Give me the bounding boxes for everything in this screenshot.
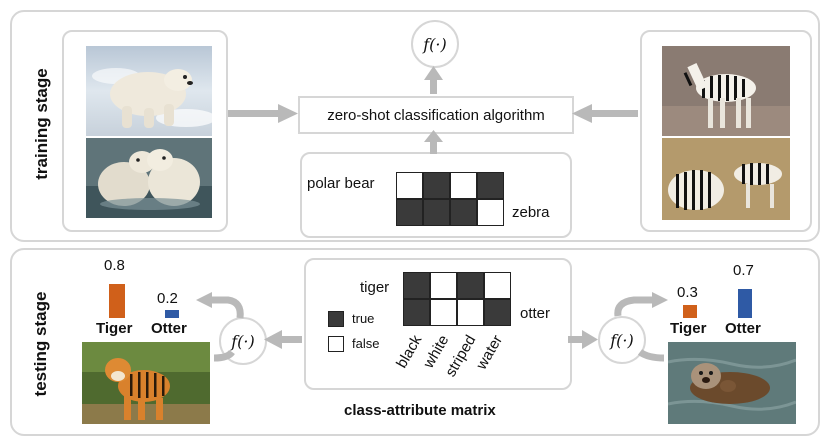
training-matrix-cell-r2-c2: [423, 199, 450, 226]
polar-bear-image-1: [86, 46, 212, 136]
testing-matrix-cell-r2-c3: [457, 299, 484, 326]
tiger-pred-bar-tiger: [109, 284, 125, 318]
testing-matrix-cell-r2-c4: [484, 299, 511, 326]
otter-pred-label-otter: Otter: [725, 320, 761, 337]
legend-true-swatch: [328, 311, 344, 327]
testing-matrix-cell-r1-c3: [457, 272, 484, 299]
otter-pred-value-otter: 0.7: [733, 262, 754, 279]
tiger-image: [82, 342, 210, 424]
tiger-pred-label-tiger: Tiger: [96, 320, 133, 337]
legend-true-label: true: [352, 311, 375, 326]
training-function-node: f(·): [411, 20, 459, 68]
matrix-caption: class-attribute matrix: [344, 402, 496, 419]
training-matrix-cell-r1-c3: [450, 172, 477, 199]
otter-row-label: otter: [520, 305, 551, 322]
legend-false-swatch: [328, 336, 344, 352]
tiger-pred-bar-otter: [165, 310, 179, 318]
testing-matrix-cell-r2-c2: [430, 299, 457, 326]
otter-pred-bar-otter: [738, 289, 752, 318]
tiger-pred-value-otter: 0.2: [157, 290, 178, 307]
tiger-pred-value-tiger: 0.8: [104, 257, 125, 274]
training-matrix-cell-r1-c2: [423, 172, 450, 199]
training-matrix-cell-r1-c1: [396, 172, 423, 199]
training-matrix-cell-r2-c4: [477, 199, 504, 226]
otter-pred-label-tiger: Tiger: [670, 320, 707, 337]
testing-matrix-cell-r1-c4: [484, 272, 511, 299]
legend-false-label: false: [352, 336, 380, 351]
testing-matrix-cell-r2-c1: [403, 299, 430, 326]
zero-shot-algorithm-box: zero-shot classification algorithm: [298, 96, 574, 134]
otter-pred-value-tiger: 0.3: [677, 284, 698, 301]
training-matrix-cell-r2-c1: [396, 199, 423, 226]
tiger-pred-label-otter: Otter: [151, 320, 187, 337]
testing-attribute-grid: [403, 272, 515, 328]
zebra-image-2: [662, 138, 790, 220]
polar-bear-row-label: polar bear: [307, 175, 375, 192]
polar-bear-image-2: [86, 138, 212, 218]
testing-matrix-cell-r1-c1: [403, 272, 430, 299]
otter-image: [668, 342, 796, 424]
testing-matrix-cell-r1-c2: [430, 272, 457, 299]
testing-function-node-right: f(·): [598, 316, 646, 364]
otter-pred-bar-tiger: [683, 305, 697, 318]
testing-function-node-left: f(·): [219, 317, 267, 365]
training-matrix-cell-r1-c4: [477, 172, 504, 199]
zebra-row-label: zebra: [512, 204, 550, 221]
training-attribute-grid: [396, 172, 508, 228]
tiger-row-label: tiger: [360, 279, 390, 296]
training-matrix-cell-r2-c3: [450, 199, 477, 226]
zebra-image-1: [662, 46, 790, 136]
